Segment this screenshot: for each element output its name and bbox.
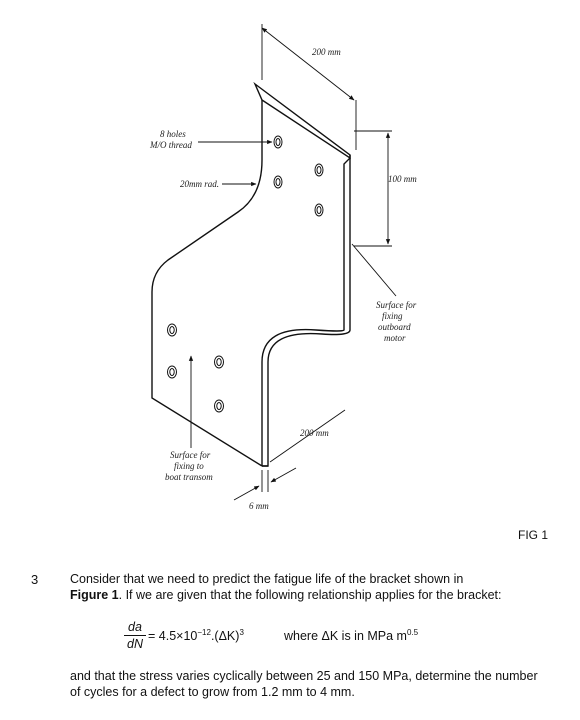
bracket-outline <box>151 81 351 467</box>
hole <box>273 175 283 189</box>
formula-rhs-post: .(ΔK) <box>210 629 240 644</box>
formula-rhs-exp: −12 <box>197 628 211 637</box>
hole <box>167 365 177 379</box>
outboard-label-line1: Surface for <box>376 300 417 310</box>
formula-denominator: dN <box>127 637 143 651</box>
dimension-thickness <box>233 467 297 501</box>
formula-fraction: da dN <box>124 620 146 651</box>
hole <box>214 355 224 369</box>
formula-rhs-power: 3 <box>239 628 244 637</box>
formula-units-note: where ΔK is in MPa m0.5 <box>284 628 418 643</box>
radius-label: 20mm rad. <box>180 179 219 189</box>
hole <box>314 163 324 177</box>
hole <box>314 203 324 217</box>
dim-top-label: 200 mm <box>312 47 341 57</box>
holes-label-line2: M/O thread <box>149 140 192 150</box>
formula-rhs: = 4.5×10−12.(ΔK)3 <box>148 628 244 643</box>
question-line2: . If we are given that the following rel… <box>118 588 502 602</box>
dimension-top <box>261 24 357 150</box>
hole-group <box>167 135 324 413</box>
dim-right-label: 100 mm <box>388 174 417 184</box>
formula-rhs-pre: = 4.5×10 <box>148 629 198 644</box>
question-line1: Consider that we need to predict the fat… <box>70 572 464 586</box>
transom-label-line2: fixing to <box>174 461 204 471</box>
outboard-label-line2: fixing <box>382 311 403 321</box>
dim-thickness-label: 6 mm <box>249 501 269 511</box>
outboard-label-line4: motor <box>384 333 406 343</box>
hole <box>214 399 224 413</box>
dimension-bottom <box>269 409 346 463</box>
bracket-figure: 200 mm 100 mm 200 mm 6 mm 8 holes M/O th… <box>149 24 417 511</box>
formula-where-exp: 0.5 <box>406 628 419 637</box>
question-number: 3 <box>31 572 39 587</box>
figure-reference: Figure 1 <box>70 588 119 602</box>
hole <box>167 323 177 337</box>
dimension-right <box>354 130 392 247</box>
transom-label-line3: boat transom <box>165 472 213 482</box>
hole <box>273 135 283 149</box>
formula-where-text: where ΔK is in MPa m <box>284 629 407 644</box>
question-intro: Consider that we need to predict the fat… <box>70 571 550 603</box>
outboard-leader <box>351 243 397 297</box>
transom-label-line1: Surface for <box>170 450 211 460</box>
holes-label-line1: 8 holes <box>160 129 186 139</box>
figure-caption: FIG 1 <box>518 528 549 542</box>
question-conclusion: and that the stress varies cyclically be… <box>70 669 538 699</box>
formula-numerator: da <box>124 620 146 636</box>
outboard-label-line3: outboard <box>378 322 411 332</box>
dim-bottom-label: 200 mm <box>300 428 329 438</box>
